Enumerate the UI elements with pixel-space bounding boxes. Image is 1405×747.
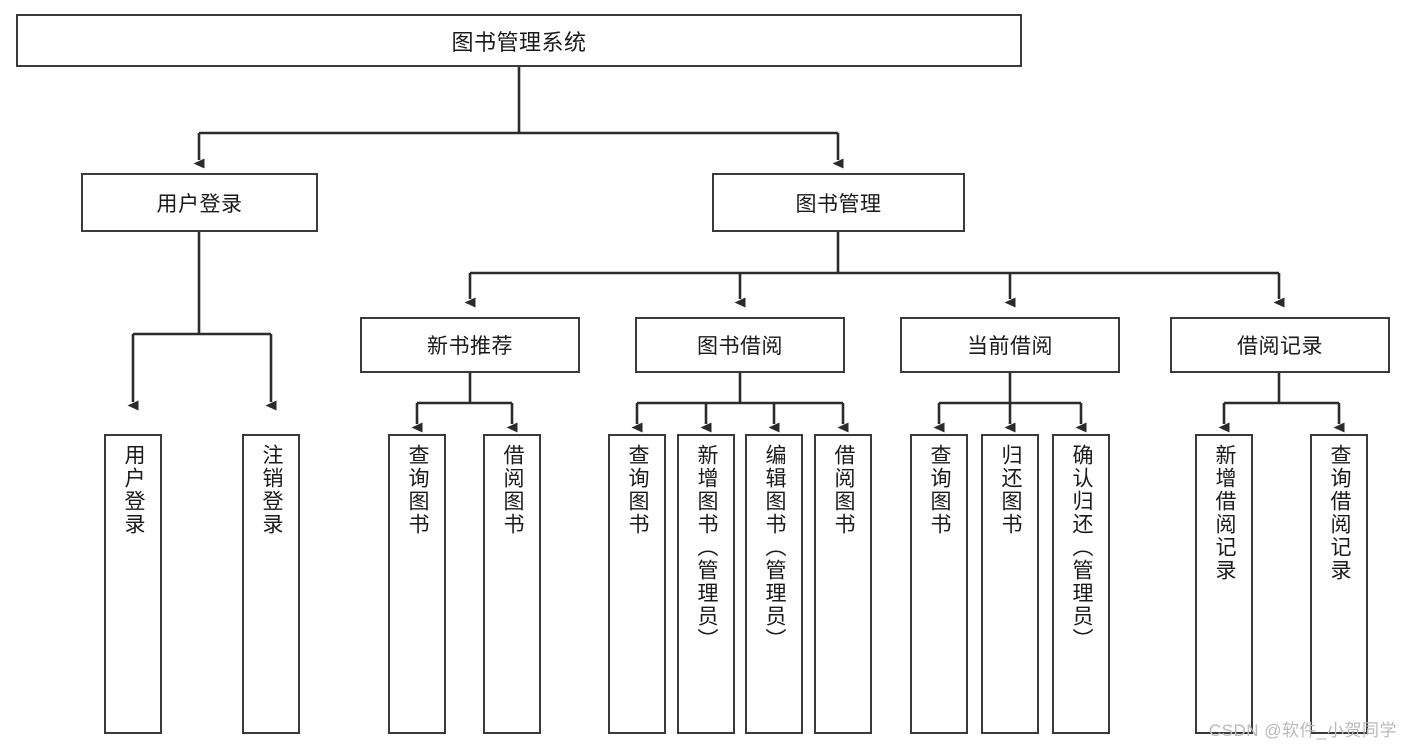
node-label: 借阅图书 — [500, 444, 524, 536]
node-label: 图书借阅 — [697, 335, 783, 358]
node-label: 查询借阅记录 — [1327, 444, 1351, 582]
node-user-login[interactable]: 用户登录 — [81, 173, 318, 232]
node-label: 查询图书 — [405, 444, 429, 536]
node-current-borrow[interactable]: 当前借阅 — [900, 317, 1120, 373]
node-leaf-confirm-return-admin[interactable]: 确认归还（管理员） — [1052, 434, 1110, 734]
node-label: 图书管理 — [795, 192, 882, 216]
node-label: 借阅图书 — [831, 444, 855, 536]
node-leaf-query-borrow-record[interactable]: 查询借阅记录 — [1310, 434, 1368, 734]
node-label: 查询图书 — [625, 444, 649, 536]
node-label: 用户登录 — [121, 444, 145, 536]
node-leaf-query-book-recommend[interactable]: 查询图书 — [388, 434, 446, 734]
node-leaf-user-login[interactable]: 用户登录 — [104, 434, 162, 734]
node-book-borrow[interactable]: 图书借阅 — [635, 317, 845, 373]
node-label: 图书管理系统 — [451, 29, 587, 55]
node-label: 当前借阅 — [967, 335, 1053, 358]
node-label: 归还图书 — [998, 444, 1022, 536]
node-borrow-record[interactable]: 借阅记录 — [1170, 317, 1390, 373]
node-leaf-add-borrow-record[interactable]: 新增借阅记录 — [1195, 434, 1253, 734]
node-book-management[interactable]: 图书管理 — [712, 173, 965, 232]
node-root-book-management-system[interactable]: 图书管理系统 — [16, 14, 1022, 67]
node-label: 新增借阅记录 — [1212, 444, 1236, 582]
node-leaf-return-book[interactable]: 归还图书 — [981, 434, 1039, 734]
node-new-book-recommend[interactable]: 新书推荐 — [360, 317, 580, 373]
node-label: 注销登录 — [259, 444, 283, 536]
watermark: CSDN @软件_小贺同学 — [1208, 721, 1397, 740]
node-label: 编辑图书（管理员） — [762, 444, 786, 651]
node-label: 新增图书（管理员） — [694, 444, 718, 651]
node-leaf-borrow-book-recommend[interactable]: 借阅图书 — [483, 434, 541, 734]
node-label: 用户登录 — [156, 192, 243, 216]
node-leaf-add-book-admin[interactable]: 新增图书（管理员） — [677, 434, 735, 734]
node-leaf-query-book-borrow[interactable]: 查询图书 — [608, 434, 666, 734]
node-leaf-logout[interactable]: 注销登录 — [242, 434, 300, 734]
node-label: 查询图书 — [927, 444, 951, 536]
node-leaf-edit-book-admin[interactable]: 编辑图书（管理员） — [745, 434, 803, 734]
node-label: 新书推荐 — [427, 335, 513, 358]
node-leaf-borrow-book[interactable]: 借阅图书 — [814, 434, 872, 734]
node-label: 确认归还（管理员） — [1069, 444, 1093, 651]
node-leaf-query-book-current[interactable]: 查询图书 — [910, 434, 968, 734]
node-label: 借阅记录 — [1237, 335, 1323, 358]
